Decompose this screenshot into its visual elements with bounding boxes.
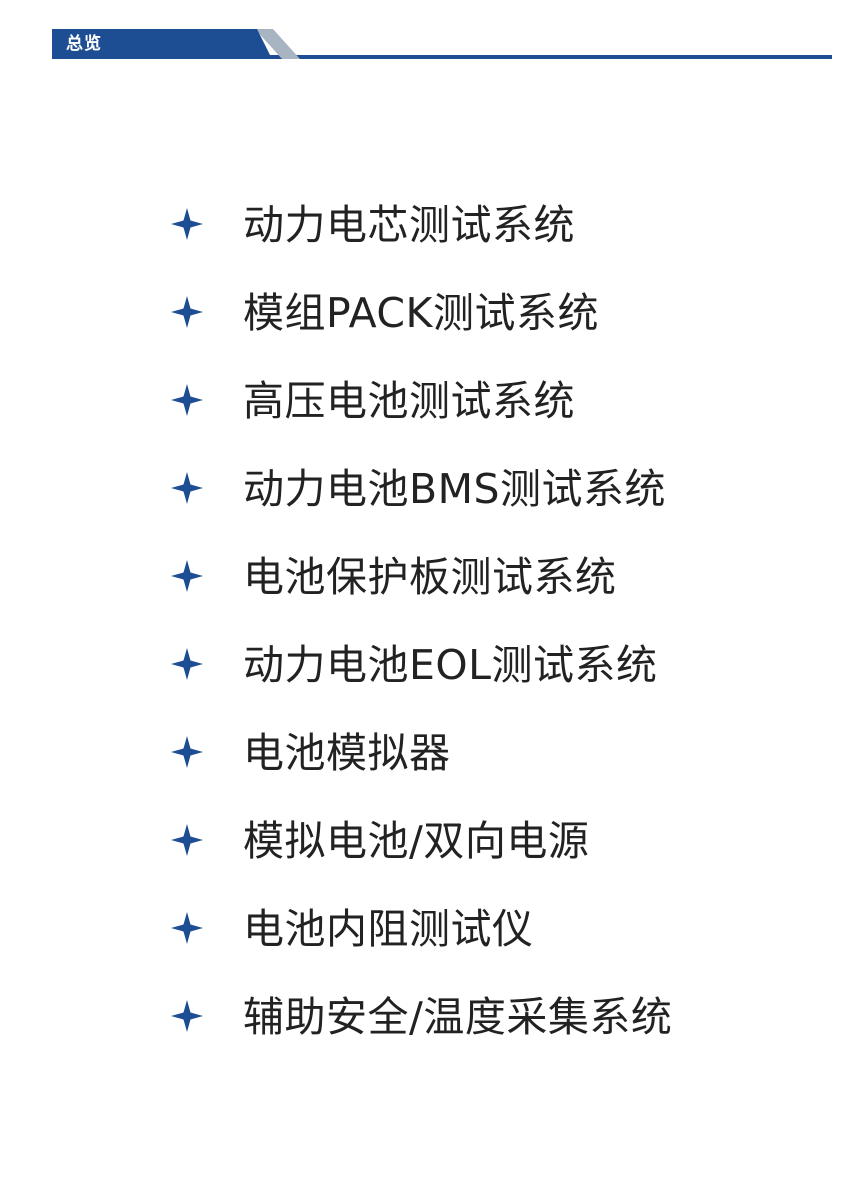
list-item: 高压电池测试系统 [0, 358, 860, 446]
four-point-star-icon [171, 824, 203, 856]
list-item-label: 辅助安全/温度采集系统 [243, 993, 673, 1041]
list-item-label: 动力电池BMS测试系统 [243, 465, 667, 513]
four-point-star-icon [171, 560, 203, 592]
list-item-label: 模拟电池/双向电源 [243, 817, 590, 865]
four-point-star-icon [171, 384, 203, 416]
list-item: 电池模拟器 [0, 710, 860, 798]
product-list: 动力电芯测试系统 模组PACK测试系统 高压电池测试系统 动力电池BMS测试系统… [0, 182, 860, 1062]
list-item-label: 动力电芯测试系统 [243, 201, 575, 249]
list-item: 模组PACK测试系统 [0, 270, 860, 358]
list-item: 动力电池BMS测试系统 [0, 446, 860, 534]
list-item-label: 电池内阻测试仪 [243, 905, 534, 953]
list-item: 动力电池EOL测试系统 [0, 622, 860, 710]
four-point-star-icon [171, 912, 203, 944]
list-item-label: 模组PACK测试系统 [243, 289, 599, 337]
four-point-star-icon [171, 1000, 203, 1032]
four-point-star-icon [171, 736, 203, 768]
list-item: 模拟电池/双向电源 [0, 798, 860, 886]
list-item: 辅助安全/温度采集系统 [0, 974, 860, 1062]
list-item-label: 电池模拟器 [243, 729, 451, 777]
section-title: 总览 [66, 34, 102, 54]
section-header: 总览 [0, 0, 860, 70]
list-item-label: 动力电池EOL测试系统 [243, 641, 658, 689]
list-item: 电池保护板测试系统 [0, 534, 860, 622]
four-point-star-icon [171, 648, 203, 680]
list-item-label: 电池保护板测试系统 [243, 553, 617, 601]
header-tab [52, 29, 272, 59]
list-item-label: 高压电池测试系统 [243, 377, 575, 425]
four-point-star-icon [171, 472, 203, 504]
list-item: 动力电芯测试系统 [0, 182, 860, 270]
list-item: 电池内阻测试仪 [0, 886, 860, 974]
four-point-star-icon [171, 208, 203, 240]
four-point-star-icon [171, 296, 203, 328]
header-rule [52, 55, 832, 59]
